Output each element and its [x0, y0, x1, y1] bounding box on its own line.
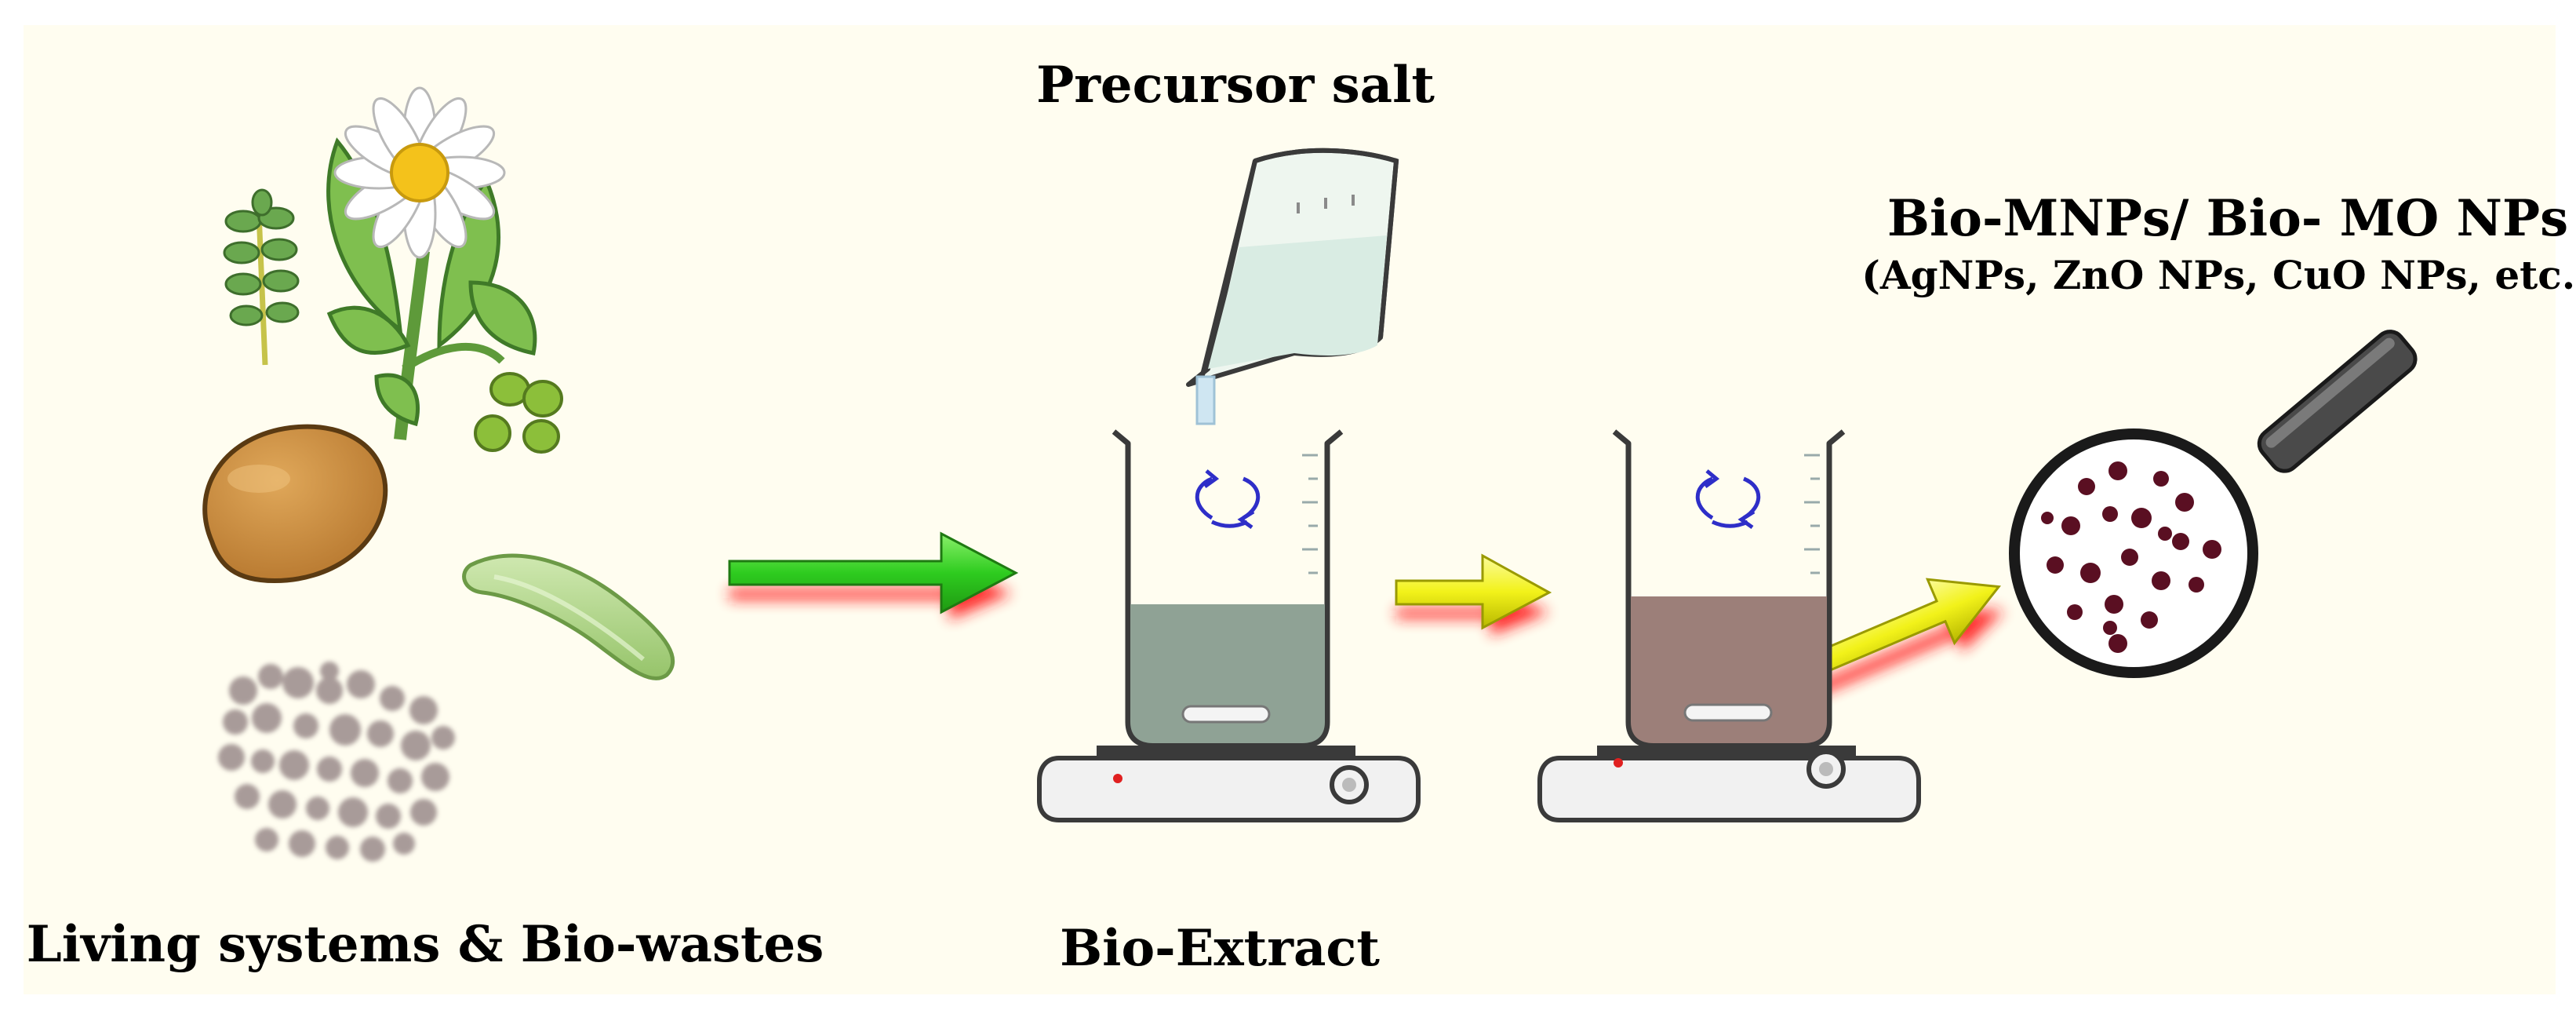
hot-plate-stirrer-icon-2: [1537, 746, 1921, 822]
reaction-liquid: [1631, 596, 1827, 743]
extract-liquid: [1130, 604, 1325, 743]
peas-icon: [474, 372, 563, 454]
arrow-to-extract: [728, 531, 1019, 620]
hot-plate-stirrer-icon: [1037, 746, 1421, 822]
extract-beaker-setup: [1037, 148, 1421, 822]
herb-sprig-icon: [223, 188, 300, 366]
arrow-to-reaction: [1395, 553, 1552, 636]
precursor-salt-label: Precursor salt: [1036, 56, 1435, 115]
stir-bar-icon-2: [1683, 703, 1773, 722]
product-title-label: Bio-MNPs/ Bio- MO NPs: [1887, 189, 2568, 248]
stirring-rotation-icon: [1195, 469, 1261, 530]
nanoparticles-group: [2041, 461, 2221, 653]
green-pod-icon: [462, 553, 675, 680]
stir-bar-icon: [1181, 705, 1271, 724]
bio-extract-label: Bio-Extract: [1060, 919, 1380, 978]
microbe-colony-icon: [218, 662, 455, 862]
living-systems-illustration: [202, 86, 675, 862]
potato-icon: [202, 424, 388, 584]
stirring-rotation-icon-2: [1695, 469, 1761, 530]
reaction-beaker-setup: [1537, 429, 1921, 822]
living-systems-label: Living systems & Bio-wastes: [27, 915, 824, 974]
pouring-beaker-icon: [1186, 148, 1399, 425]
product-examples-label: (AgNPs, ZnO NPs, CuO NPs, etc.): [1861, 252, 2576, 298]
magnifier-nanoparticles-icon: [2009, 330, 2418, 678]
flower-plant-icon: [326, 86, 537, 440]
